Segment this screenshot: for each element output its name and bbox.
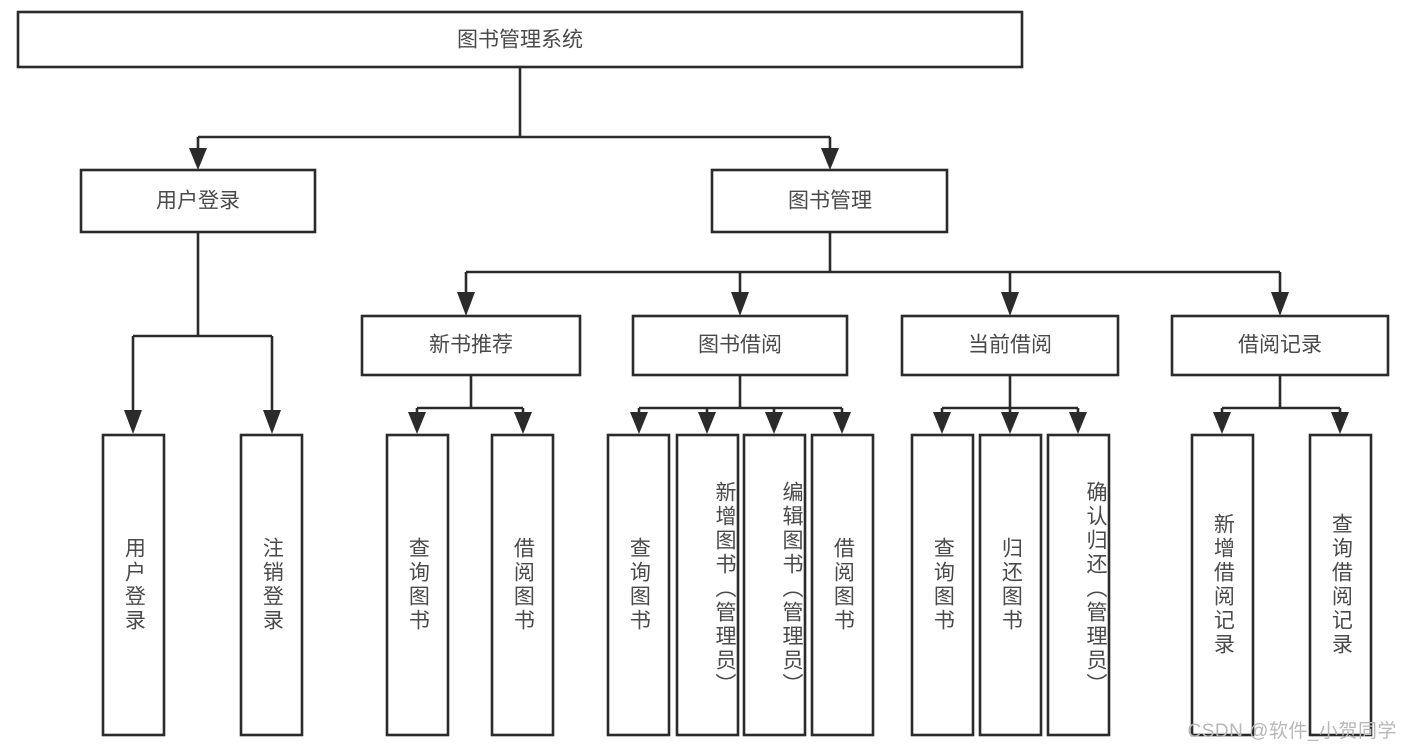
leaf-box-add-borrow-record[interactable] <box>1190 433 1255 737</box>
node-user-login[interactable] <box>79 168 317 234</box>
node-book-borrow[interactable] <box>631 314 849 377</box>
node-book-management-label: 图书管理 <box>788 190 872 213</box>
leaf-box-add-book-admin[interactable] <box>675 433 740 737</box>
arrowhead-book-borrow <box>731 292 749 316</box>
node-current-borrow-label: 当前借阅 <box>968 334 1052 357</box>
arrowhead-currentborrow-leaf-1 <box>933 412 951 434</box>
watermark: CSDN @软件_小贺同学 <box>1187 721 1397 742</box>
leaf-box-confirm-return-admin[interactable] <box>1046 433 1111 737</box>
arrowhead-leaf-user-login <box>124 410 142 434</box>
node-root[interactable] <box>16 10 1024 69</box>
arrowhead-bookborrow-leaf-2 <box>698 412 716 434</box>
leaf-box-return-book[interactable] <box>978 433 1043 737</box>
leaf-box-borrow-book[interactable] <box>810 433 875 737</box>
node-current-borrow[interactable] <box>900 314 1120 377</box>
arrowhead-newbook-leaf-1 <box>408 412 426 434</box>
node-new-book-recommend-label: 新书推荐 <box>429 334 513 357</box>
arrowhead-bookborrow-leaf-3 <box>765 412 783 434</box>
arrowhead-borrow-record <box>1271 292 1289 316</box>
arrowhead-currentborrow-leaf-3 <box>1069 412 1087 434</box>
leaf-box-borrow-book-newrec[interactable] <box>490 433 555 737</box>
arrowhead-current-borrow <box>1001 292 1019 316</box>
arrowhead-borrowrecord-leaf-1 <box>1213 412 1231 434</box>
node-root-label: 图书管理系统 <box>457 29 583 52</box>
arrowhead-bookborrow-leaf-1 <box>630 412 648 434</box>
leaf-box-query-borrow-record[interactable] <box>1308 433 1373 737</box>
leaf-box-query-book-newrec[interactable] <box>385 433 450 737</box>
leaf-box-query-book-borrow[interactable] <box>606 433 671 737</box>
leaf-box-edit-book-admin[interactable] <box>742 433 807 737</box>
node-user-login-label: 用户登录 <box>156 190 240 213</box>
node-book-management[interactable] <box>710 168 949 234</box>
arrowhead-newbook-leaf-2 <box>514 412 532 434</box>
leaf-box-logout[interactable] <box>239 433 304 737</box>
arrowhead-new-book-rec <box>457 292 475 316</box>
arrowhead-currentborrow-leaf-2 <box>1001 412 1019 434</box>
arrowhead-bookborrow-leaf-4 <box>833 412 851 434</box>
arrowhead-leaf-logout <box>263 410 281 434</box>
arrowhead-borrowrecord-leaf-2 <box>1331 412 1349 434</box>
arrowhead-user-login <box>189 148 207 170</box>
arrowhead-book-manage <box>821 148 839 170</box>
node-book-borrow-label: 图书借阅 <box>698 334 782 357</box>
node-borrow-record-label: 借阅记录 <box>1238 334 1322 357</box>
leaf-box-user-login[interactable] <box>101 433 166 737</box>
node-borrow-record[interactable] <box>1170 314 1390 377</box>
node-new-book-recommend[interactable] <box>360 314 582 377</box>
leaf-box-query-book-current[interactable] <box>910 433 975 737</box>
